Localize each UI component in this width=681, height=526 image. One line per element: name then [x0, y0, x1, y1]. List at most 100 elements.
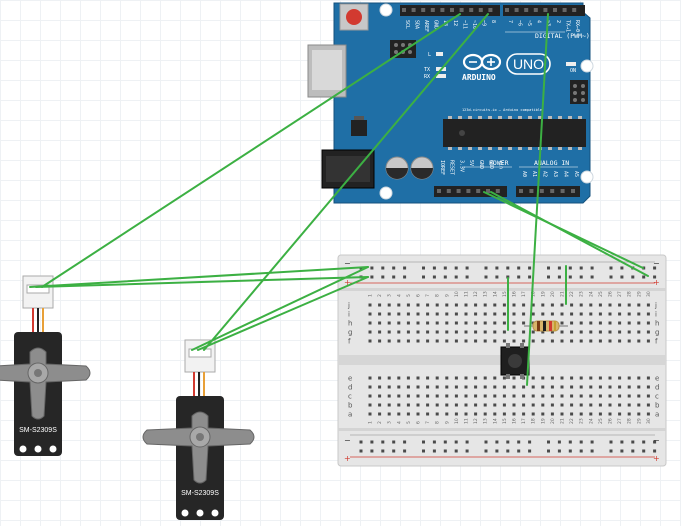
breadboard-hole[interactable]: [522, 321, 526, 325]
servo-motor[interactable]: SM-S2309S: [142, 339, 255, 520]
breadboard-hole[interactable]: [502, 339, 506, 343]
breadboard-hole[interactable]: [598, 339, 602, 343]
wire-servo1-ground[interactable]: [35, 276, 369, 288]
breadboard-hole[interactable]: [387, 385, 391, 389]
header-pin-hole[interactable]: [440, 8, 445, 12]
wire-servo2-power[interactable]: [191, 266, 369, 351]
breadboard-hole[interactable]: [422, 440, 425, 444]
breadboard-hole[interactable]: [627, 394, 631, 398]
breadboard-hole[interactable]: [517, 449, 521, 453]
breadboard-hole[interactable]: [550, 330, 554, 334]
breadboard-hole[interactable]: [653, 440, 657, 444]
breadboard-hole[interactable]: [454, 330, 458, 334]
breadboard-hole[interactable]: [547, 449, 550, 453]
breadboard-hole[interactable]: [620, 266, 624, 270]
breadboard-hole[interactable]: [541, 385, 545, 389]
breadboard-hole[interactable]: [435, 403, 439, 407]
breadboard-hole[interactable]: [397, 403, 401, 407]
breadboard-hole[interactable]: [517, 440, 521, 444]
breadboard-hole[interactable]: [464, 412, 468, 416]
breadboard-hole[interactable]: [474, 385, 478, 389]
breadboard-hole[interactable]: [495, 440, 499, 444]
breadboard-hole[interactable]: [493, 376, 497, 380]
breadboard-hole[interactable]: [541, 376, 545, 380]
breadboard-hole[interactable]: [570, 394, 574, 398]
breadboard-hole[interactable]: [541, 303, 545, 307]
breadboard-hole[interactable]: [531, 403, 535, 407]
breadboard-hole[interactable]: [483, 394, 487, 398]
breadboard-hole[interactable]: [609, 275, 613, 279]
breadboard-hole[interactable]: [484, 440, 488, 444]
breadboard-hole[interactable]: [608, 303, 612, 307]
breadboard-hole[interactable]: [589, 312, 593, 316]
breadboard-hole[interactable]: [502, 412, 506, 416]
breadboard-hole[interactable]: [589, 339, 593, 343]
breadboard-hole[interactable]: [397, 330, 401, 334]
breadboard-hole[interactable]: [522, 394, 526, 398]
breadboard-hole[interactable]: [368, 339, 372, 343]
breadboard-hole[interactable]: [590, 266, 594, 270]
breadboard-hole[interactable]: [618, 330, 622, 334]
breadboard-hole[interactable]: [454, 412, 458, 416]
breadboard-hole[interactable]: [426, 403, 430, 407]
breadboard-hole[interactable]: [528, 449, 532, 453]
breadboard-hole[interactable]: [464, 403, 468, 407]
breadboard-hole[interactable]: [426, 376, 430, 380]
header-pin-hole[interactable]: [459, 8, 464, 12]
breadboard-hole[interactable]: [522, 385, 526, 389]
breadboard-hole[interactable]: [541, 339, 545, 343]
breadboard-hole[interactable]: [531, 330, 535, 334]
breadboard-hole[interactable]: [568, 440, 572, 444]
breadboard-hole[interactable]: [445, 330, 449, 334]
breadboard-hole[interactable]: [359, 449, 363, 453]
breadboard-hole[interactable]: [570, 376, 574, 380]
breadboard-hole[interactable]: [387, 303, 391, 307]
wire-servo2-signal[interactable]: [203, 13, 489, 351]
breadboard-hole[interactable]: [531, 394, 535, 398]
breadboard-hole[interactable]: [454, 385, 458, 389]
breadboard-hole[interactable]: [618, 412, 622, 416]
breadboard-hole[interactable]: [560, 321, 564, 325]
breadboard-hole[interactable]: [378, 321, 382, 325]
header-pin-hole[interactable]: [529, 189, 534, 193]
breadboard-hole[interactable]: [406, 330, 410, 334]
breadboard-hole[interactable]: [454, 376, 458, 380]
breadboard-hole[interactable]: [522, 403, 526, 407]
breadboard-hole[interactable]: [397, 412, 401, 416]
breadboard-hole[interactable]: [474, 312, 478, 316]
breadboard-hole[interactable]: [445, 403, 449, 407]
breadboard-hole[interactable]: [464, 303, 468, 307]
breadboard-hole[interactable]: [642, 449, 646, 453]
breadboard-hole[interactable]: [541, 330, 545, 334]
breadboard-hole[interactable]: [493, 339, 497, 343]
breadboard-hole[interactable]: [493, 394, 497, 398]
breadboard-hole[interactable]: [579, 449, 583, 453]
breadboard-hole[interactable]: [560, 376, 564, 380]
breadboard-hole[interactable]: [397, 385, 401, 389]
breadboard-hole[interactable]: [506, 449, 510, 453]
breadboard-hole[interactable]: [387, 376, 391, 380]
breadboard-hole[interactable]: [426, 412, 430, 416]
breadboard-hole[interactable]: [381, 449, 385, 453]
breadboard-hole[interactable]: [483, 312, 487, 316]
header-pin-hole[interactable]: [550, 189, 555, 193]
breadboard-hole[interactable]: [646, 376, 650, 380]
breadboard-hole[interactable]: [397, 303, 401, 307]
breadboard-hole[interactable]: [495, 275, 499, 279]
breadboard-hole[interactable]: [618, 321, 622, 325]
breadboard-hole[interactable]: [426, 321, 430, 325]
breadboard-hole[interactable]: [370, 266, 374, 270]
breadboard-hole[interactable]: [637, 376, 641, 380]
breadboard-hole[interactable]: [454, 312, 458, 316]
breadboard-hole[interactable]: [445, 385, 449, 389]
breadboard-hole[interactable]: [432, 449, 436, 453]
header-pin-hole[interactable]: [446, 189, 451, 193]
breadboard-hole[interactable]: [570, 303, 574, 307]
breadboard-hole[interactable]: [637, 303, 641, 307]
breadboard-hole[interactable]: [579, 312, 583, 316]
breadboard-hole[interactable]: [443, 266, 447, 270]
breadboard-hole[interactable]: [618, 385, 622, 389]
breadboard-hole[interactable]: [522, 303, 526, 307]
breadboard-hole[interactable]: [560, 385, 564, 389]
